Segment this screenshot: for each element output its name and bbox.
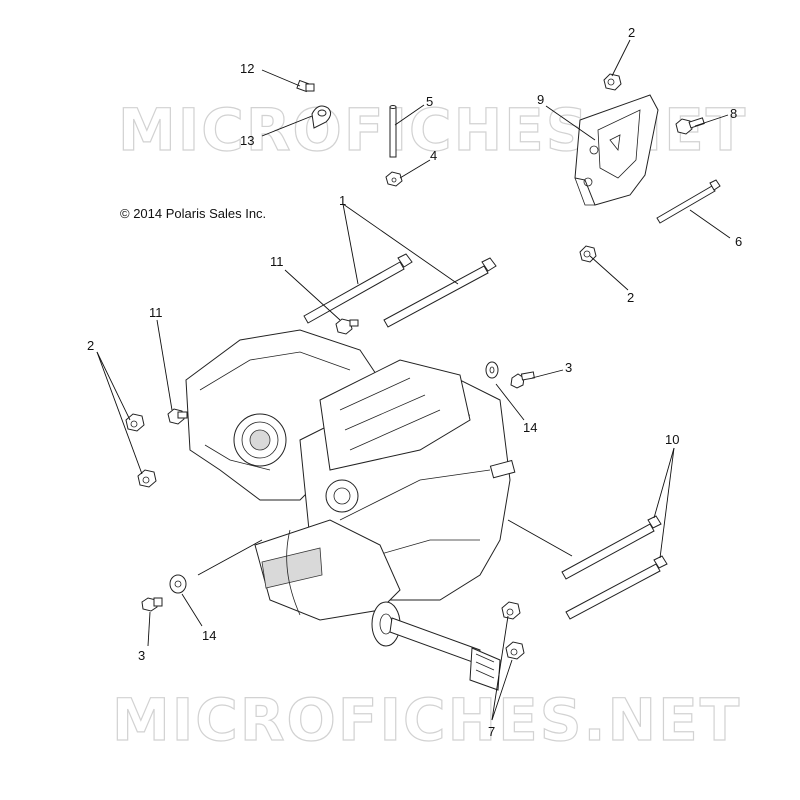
part-4-nut [385, 171, 403, 187]
part-10-bolt-b [565, 555, 668, 620]
part-1-bolt-b [383, 257, 497, 328]
transmission-assembly [185, 329, 516, 691]
part-9-bracket [574, 94, 659, 206]
part-14-washer-right [485, 361, 499, 379]
callout-7: 7 [488, 724, 495, 739]
watermark-bottom: MICROFICHES.NET [112, 686, 741, 754]
part-14-washer-left [169, 574, 187, 594]
callout-4: 4 [430, 148, 437, 163]
part-8-bolt [675, 117, 705, 135]
part-2-nut-left-b [137, 469, 157, 488]
callout-11-left: 11 [149, 305, 163, 320]
part-10-bolt-a [561, 515, 662, 580]
part-5-pin [389, 105, 397, 158]
part-13-clamp [311, 105, 332, 129]
callout-6: 6 [735, 234, 742, 249]
callout-14-right: 14 [523, 420, 537, 435]
callout-1: 1 [339, 193, 346, 208]
part-11-bolt-left [167, 408, 188, 425]
callout-14-left: 14 [202, 628, 216, 643]
callout-10: 10 [665, 432, 679, 447]
part-6-bolt [656, 179, 721, 224]
callout-8: 8 [730, 106, 737, 121]
callout-2-top: 2 [628, 25, 635, 40]
callout-13: 13 [240, 133, 254, 148]
callout-11-top: 11 [270, 254, 284, 269]
part-2-nut-top [603, 73, 622, 91]
copyright-text: © 2014 Polaris Sales Inc. [120, 206, 266, 221]
callout-12: 12 [240, 61, 254, 76]
part-11-bolt-top [335, 318, 359, 335]
part-3-bolt-left [141, 597, 163, 612]
part-7-nut-b [505, 641, 525, 660]
callout-2-left: 2 [87, 338, 94, 353]
part-2-nut-left-a [125, 413, 145, 432]
callout-3-left: 3 [138, 648, 145, 663]
part-7-nut-a [501, 601, 521, 620]
callout-5: 5 [426, 94, 433, 109]
callout-2-right: 2 [627, 290, 634, 305]
callout-9: 9 [537, 92, 544, 107]
callout-3-right: 3 [565, 360, 572, 375]
part-12-bolt [296, 79, 315, 93]
leader-lines [96, 39, 731, 721]
part-1-bolt-a [303, 253, 413, 324]
part-3-bolt-right [510, 371, 535, 389]
